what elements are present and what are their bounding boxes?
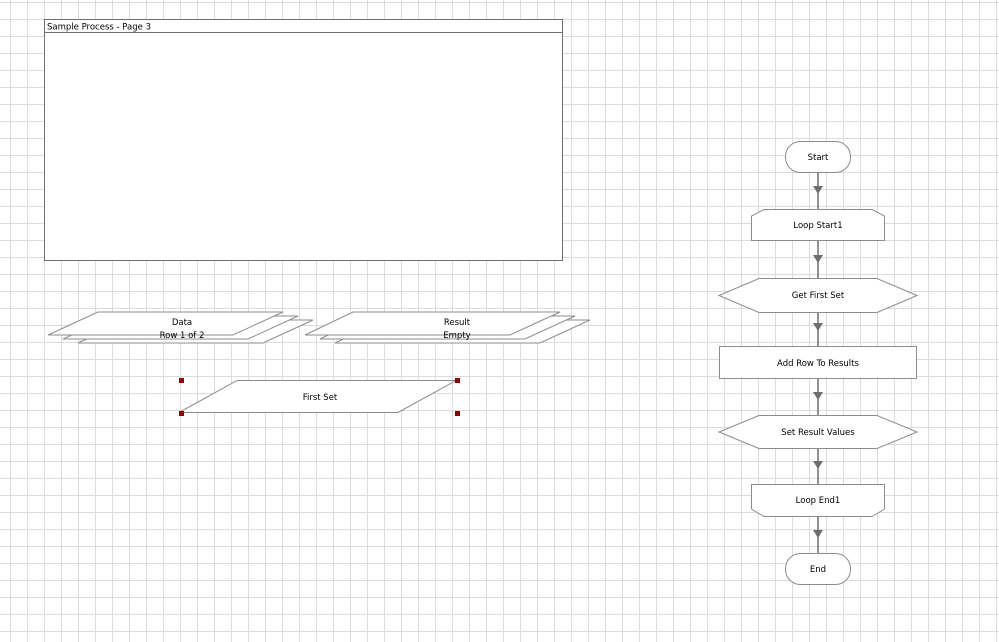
arrow-head-icon bbox=[813, 392, 823, 400]
stage-loop-start[interactable]: Loop Start1 bbox=[751, 209, 885, 241]
stage-start[interactable]: Start bbox=[785, 141, 851, 173]
collection-result[interactable]: Result Empty bbox=[304, 311, 591, 344]
arrow-head-icon bbox=[813, 186, 823, 194]
flow-links bbox=[813, 172, 823, 553]
arrow-head-icon bbox=[813, 255, 823, 263]
resize-handle[interactable] bbox=[455, 378, 460, 383]
stage-label: First Set bbox=[303, 393, 338, 403]
stage-set-result-values[interactable]: Set Result Values bbox=[717, 415, 919, 449]
stage-label: End bbox=[810, 565, 826, 575]
collection-name: Data bbox=[172, 318, 192, 328]
stage-label: Get First Set bbox=[792, 291, 845, 301]
arrow-head-icon bbox=[813, 323, 823, 331]
note-title: Sample Process - Page 3 bbox=[47, 23, 151, 33]
selected-stage-first-set[interactable]: First Set bbox=[178, 378, 460, 416]
stage-label: Start bbox=[808, 153, 829, 163]
stage-label: Set Result Values bbox=[781, 428, 855, 438]
stage-label: Add Row To Results bbox=[777, 359, 859, 369]
collection-name: Result bbox=[444, 318, 471, 328]
stage-label: Loop End1 bbox=[796, 496, 841, 506]
resize-handle[interactable] bbox=[455, 411, 460, 416]
collection-status: Empty bbox=[443, 331, 470, 341]
stage-get-first-set[interactable]: Get First Set bbox=[717, 278, 919, 313]
stage-label: Loop Start1 bbox=[793, 221, 842, 231]
stage-end[interactable]: End bbox=[785, 553, 851, 585]
resize-handle[interactable] bbox=[179, 411, 184, 416]
arrow-head-icon bbox=[813, 461, 823, 469]
stage-loop-end[interactable]: Loop End1 bbox=[751, 484, 885, 517]
arrow-head-icon bbox=[813, 530, 823, 538]
collection-status: Row 1 of 2 bbox=[160, 331, 205, 341]
collection-data[interactable]: Data Row 1 of 2 bbox=[47, 311, 314, 344]
page-note[interactable]: Sample Process - Page 3 bbox=[44, 19, 563, 261]
resize-handle[interactable] bbox=[179, 378, 184, 383]
stage-add-row-to-results[interactable]: Add Row To Results bbox=[719, 346, 917, 379]
